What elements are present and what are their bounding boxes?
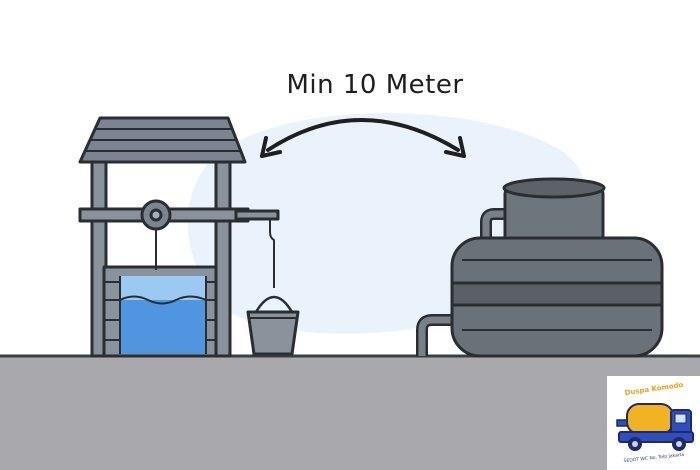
truck-logo-icon	[616, 403, 694, 451]
septic-tank-icon	[416, 177, 664, 358]
well-icon	[78, 116, 280, 358]
bucket-icon	[246, 219, 300, 356]
distance-label: Min 10 Meter	[286, 70, 464, 100]
brand-logo: Duspa Komodo SEDOT WC No. Telp Jakarta	[607, 376, 700, 470]
ground	[0, 356, 700, 470]
double-arrow-icon	[260, 118, 466, 158]
